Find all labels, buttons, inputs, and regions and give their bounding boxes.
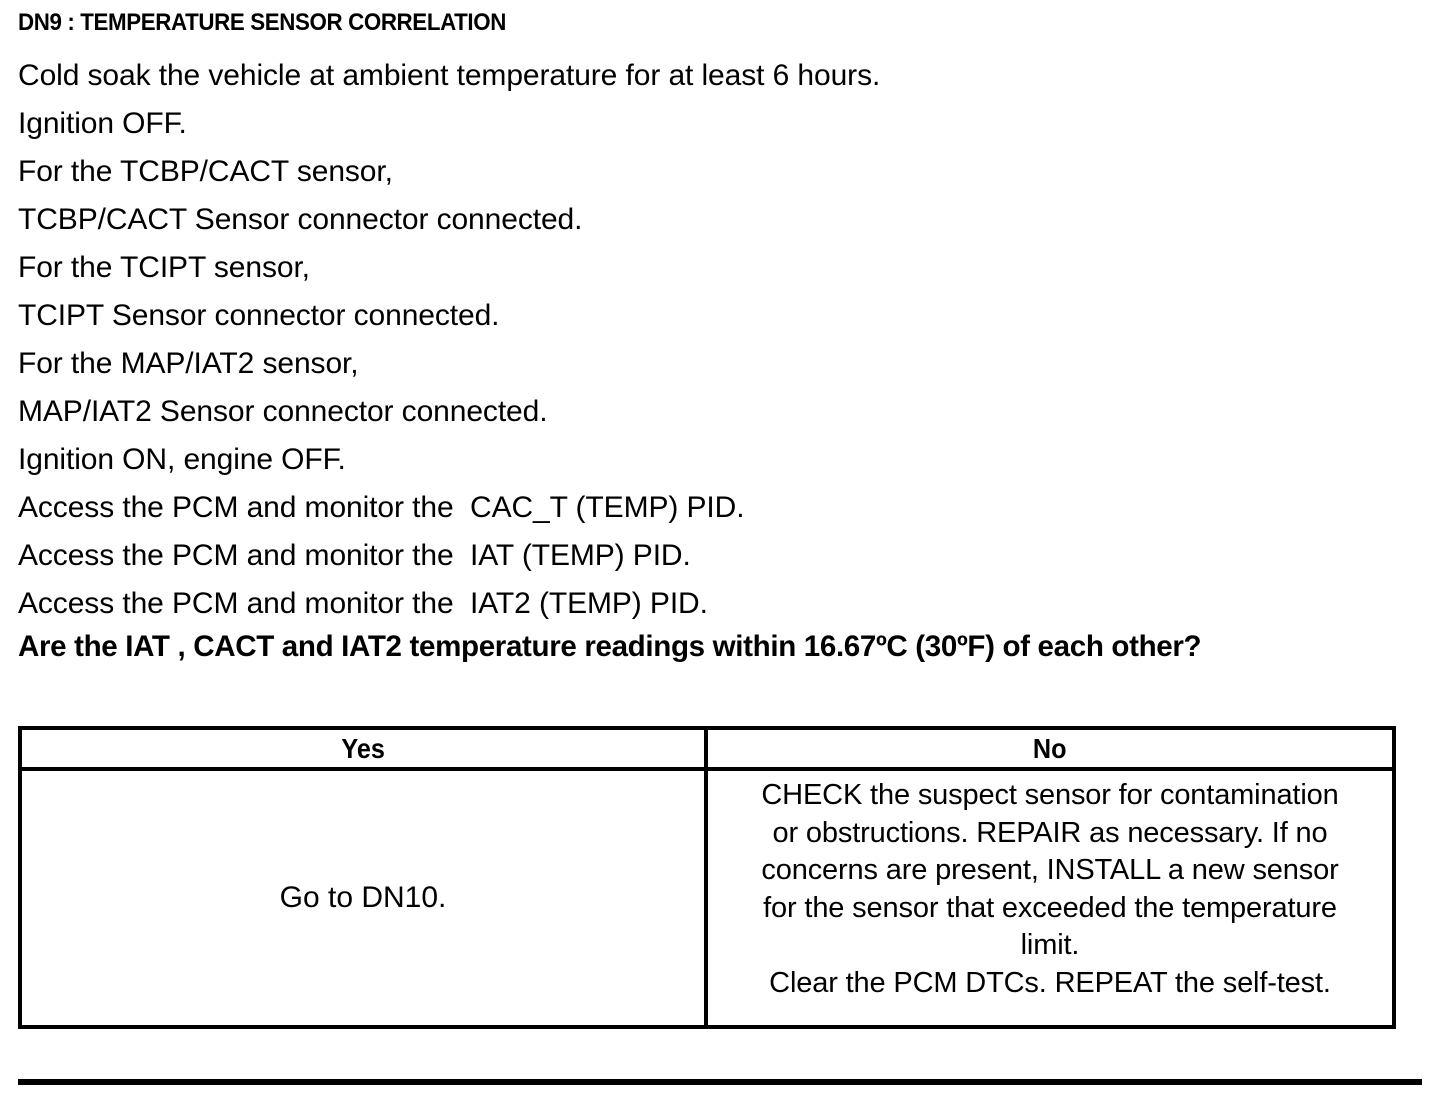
procedure-step: Ignition ON, engine OFF. xyxy=(18,443,346,476)
page-title: DN9 : TEMPERATURE SENSOR CORRELATION xyxy=(18,9,507,36)
procedure-step: Access the PCM and monitor the IAT2 (TEM… xyxy=(18,587,708,620)
diagnostic-question: Are the IAT , CACT and IAT2 temperature … xyxy=(18,630,1202,663)
procedure-step: For the MAP/IAT2 sensor, xyxy=(18,347,359,380)
procedure-step: MAP/IAT2 Sensor connector connected. xyxy=(18,395,548,428)
no-action-line: CHECK the suspect sensor for contaminati… xyxy=(761,779,1339,811)
column-header-label: No xyxy=(1033,733,1067,764)
decision-cell-no: CHECK the suspect sensor for contaminati… xyxy=(708,771,1392,1025)
procedure-step: TCBP/CACT Sensor connector connected. xyxy=(18,203,583,236)
decision-table-body-row: Go to DN10. CHECK the suspect sensor for… xyxy=(22,771,1392,1025)
no-action-text: CHECK the suspect sensor for contaminati… xyxy=(708,771,1392,1002)
decision-table: Yes No Go to DN10. CHECK the suspect sen… xyxy=(18,726,1396,1029)
no-action-line: or obstructions. REPAIR as necessary. If… xyxy=(772,816,1328,849)
decision-table-header-row: Yes No xyxy=(22,730,1392,771)
decision-table-header-no: No xyxy=(708,730,1392,767)
column-header-label: Yes xyxy=(341,733,385,764)
procedure-step: TCIPT Sensor connector connected. xyxy=(18,299,500,332)
decision-table-header-yes: Yes xyxy=(22,730,708,767)
procedure-step: For the TCBP/CACT sensor, xyxy=(18,155,393,188)
procedure-step: For the TCIPT sensor, xyxy=(18,251,310,284)
decision-cell-yes: Go to DN10. xyxy=(22,771,708,1025)
procedure-step: Cold soak the vehicle at ambient tempera… xyxy=(18,59,881,92)
no-action-line: for the sensor that exceeded the tempera… xyxy=(763,891,1337,924)
procedure-step: Access the PCM and monitor the IAT (TEMP… xyxy=(18,539,691,572)
no-action-line: limit. xyxy=(1020,929,1080,961)
procedure-step: Ignition OFF. xyxy=(18,107,187,140)
section-divider-rule xyxy=(18,1079,1422,1085)
procedure-step-list: Cold soak the vehicle at ambient tempera… xyxy=(18,52,1418,628)
no-action-line: concerns are present, INSTALL a new sens… xyxy=(761,854,1339,886)
no-action-line: Clear the PCM DTCs. REPEAT the self-test… xyxy=(769,966,1331,999)
procedure-step: Access the PCM and monitor the CAC_T (TE… xyxy=(18,491,745,524)
yes-action-text: Go to DN10. xyxy=(279,881,447,914)
